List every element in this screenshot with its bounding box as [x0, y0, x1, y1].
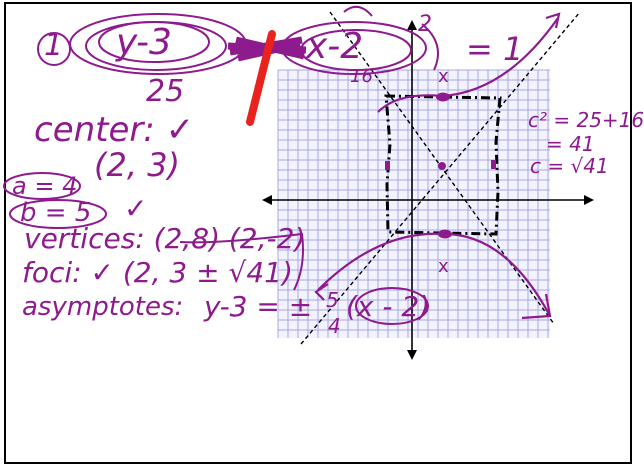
asymptote-circle — [355, 287, 429, 325]
asymptotes-label: asymptotes: — [22, 292, 184, 322]
graph-grid — [277, 69, 550, 338]
eq-center-arc — [343, 5, 373, 17]
key-points — [385, 92, 496, 239]
asymptotes-lhs: y-3 = ± — [204, 290, 313, 323]
denominator-right: 16 — [350, 66, 373, 87]
vertex-bottom — [438, 229, 452, 239]
equation-exponent: 2 — [418, 12, 432, 37]
answer-circles — [3, 32, 429, 325]
asymptote-slope-numerator: 5 — [326, 288, 339, 312]
c-squared: c² = 25+16 — [528, 108, 644, 132]
vertices: vertices: (2,8) (2,-2) — [24, 222, 306, 255]
b-value: b = 5 — [20, 198, 92, 228]
a-value-circle — [3, 172, 81, 200]
foci: foci: ✓ (2, 3 ± √41) — [22, 256, 293, 289]
focus-mark-bottom: x — [438, 256, 449, 277]
x-axis-arrow-right — [584, 195, 594, 205]
equation-equals-one: = 1 — [466, 30, 524, 68]
c-value: c = √41 — [530, 154, 609, 178]
whiteboard-canvas: 1 y-3 x-2 2 = 1 25 16 center: ✓ (2, 3) a… — [3, 2, 644, 464]
lower-branch-arrow — [521, 293, 552, 320]
scribble-left-3 — [98, 21, 210, 63]
denominator-left: 25 — [146, 74, 185, 109]
grid-background — [278, 70, 550, 338]
upper-branch — [377, 17, 559, 113]
equation-left-term: y-3 — [116, 22, 172, 63]
problem-number: 1 — [44, 28, 64, 63]
x-axis-arrow-left — [262, 195, 272, 205]
b-value-circle — [9, 199, 107, 229]
lower-left-arrow — [314, 283, 329, 301]
covertex-left — [385, 161, 390, 170]
b-value-check: ✓ — [124, 192, 148, 225]
center-value: (2, 3) — [94, 146, 181, 184]
red-strike — [246, 30, 276, 126]
eq-fraction-curve — [421, 23, 439, 71]
center-label: center: ✓ — [34, 110, 195, 150]
covertex-right — [491, 160, 496, 169]
asymptotes-rhs: (x - 2) — [346, 290, 431, 323]
fundamental-rectangle — [384, 94, 502, 236]
axes — [262, 20, 594, 360]
upper-branch-arrow — [545, 12, 561, 29]
center-point — [438, 162, 446, 170]
asymptote-slope-denominator: 4 — [328, 314, 341, 338]
hyperbola-graph — [3, 5, 594, 360]
asymptote-positive — [300, 11, 581, 345]
problem-number-circle — [37, 32, 71, 66]
a-value: a = 4 — [12, 172, 78, 200]
foci-bracket — [179, 232, 304, 291]
vertex-top — [436, 92, 450, 102]
y-axis-arrow-up — [407, 20, 417, 30]
focus-mark-top: x — [438, 66, 449, 87]
c-sum: = 41 — [546, 132, 595, 156]
equation-right-term: x-2 — [306, 26, 364, 67]
y-axis-arrow-down — [407, 350, 417, 360]
